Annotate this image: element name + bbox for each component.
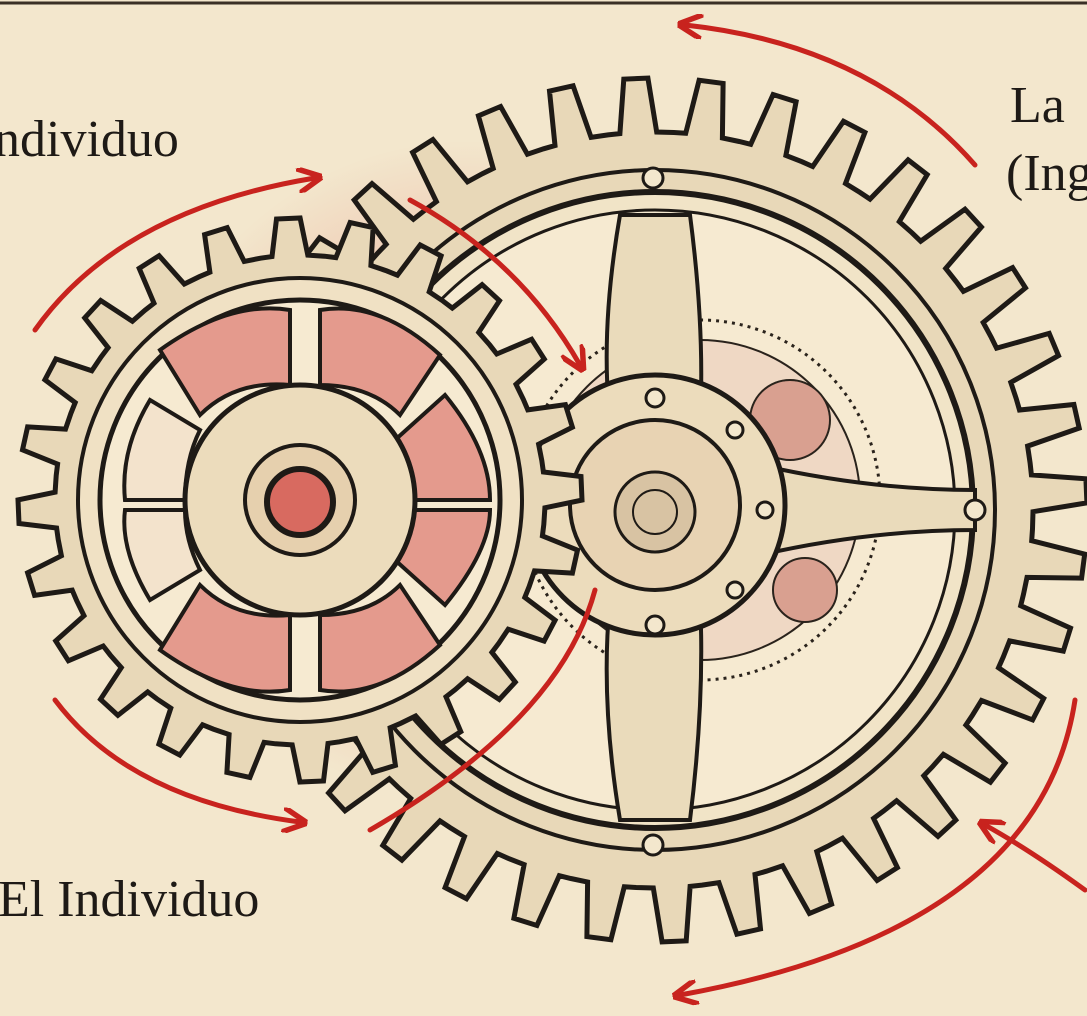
label-individual-top: ndividuo xyxy=(0,114,179,166)
small-gear xyxy=(18,218,582,782)
label-individual-bottom: El Individuo xyxy=(0,874,259,926)
label-right-line1: La xyxy=(1010,80,1065,132)
inner-cog-b xyxy=(773,558,837,622)
label-right-line2: (Ing xyxy=(1006,148,1087,200)
arrow-right-edge xyxy=(985,825,1085,890)
large-gear-axle xyxy=(615,472,695,552)
small-gear-axle-hole xyxy=(267,469,333,535)
